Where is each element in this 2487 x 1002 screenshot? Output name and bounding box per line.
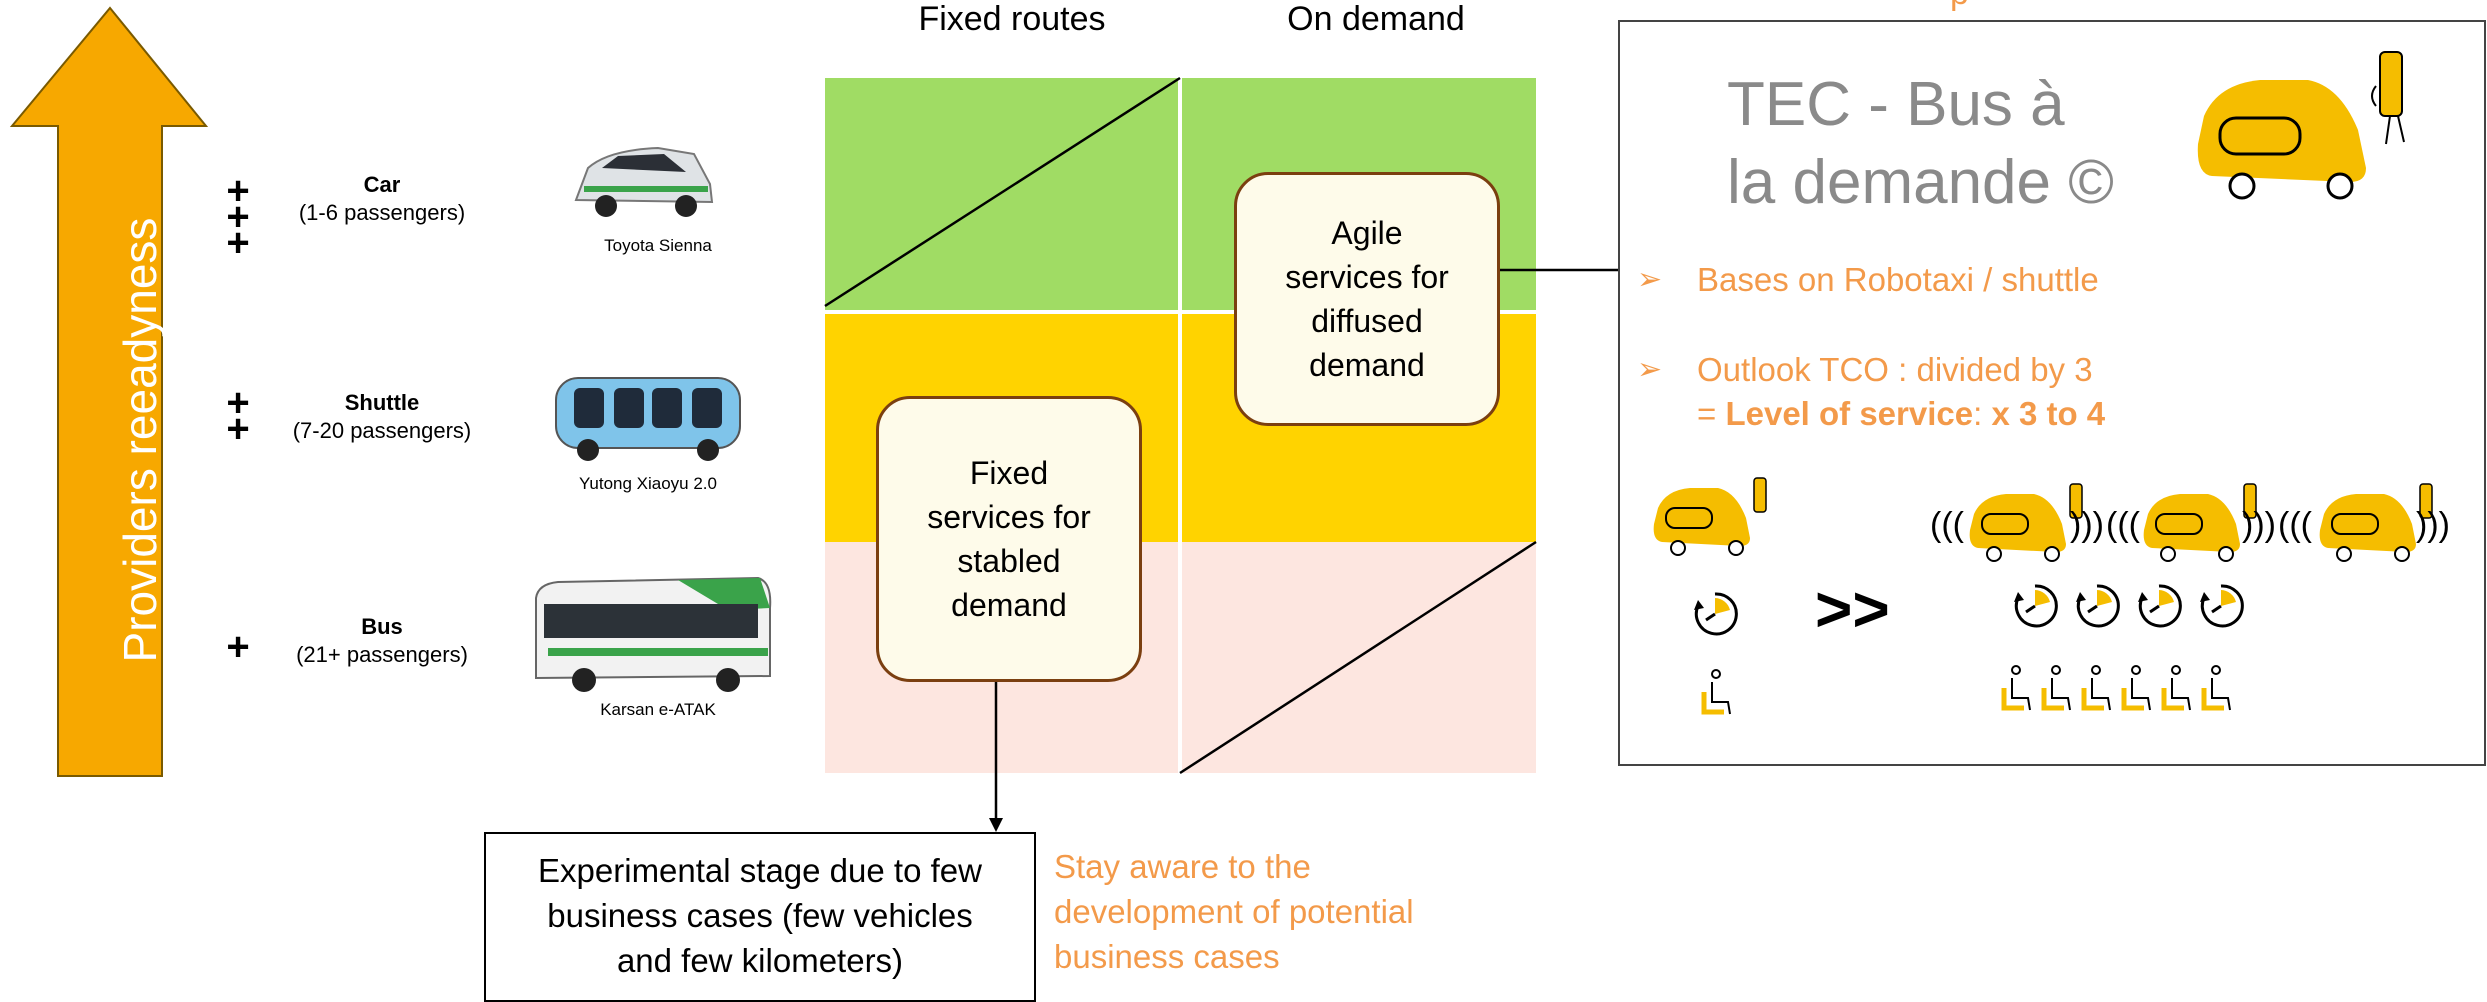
seat-icon: [2201, 665, 2231, 711]
plus-mark: +: [226, 625, 250, 669]
signal-waves: ))): [2070, 506, 2104, 544]
diagonal-car-fixed: [824, 76, 1181, 308]
box-line: services for: [1285, 259, 1449, 295]
experimental-stage-box: Experimental stage due to few business c…: [484, 832, 1036, 1002]
seat-icon: [1701, 669, 1731, 715]
readiness-arrow: [9, 6, 209, 777]
diagonal-bus-demand: [1179, 540, 1537, 775]
clock-icon: [2200, 584, 2244, 628]
seat-icon: [2121, 665, 2151, 711]
seat-icon: [2081, 665, 2111, 711]
column-header-on-demand: On demand: [1287, 0, 1465, 38]
vehicle-type-name: Bus: [361, 614, 403, 639]
tec-title: TEC - Bus à la demande ©: [1727, 66, 2147, 222]
bullet-tco: ➢ Outlook TCO : divided by 3 = Level of …: [1637, 348, 2105, 436]
box-line: demand: [951, 587, 1067, 623]
robotaxi-icon: [2319, 483, 2433, 562]
note-line: development of potential: [1054, 893, 1414, 930]
seat-icon: [2041, 665, 2071, 711]
vehicle-model: Yutong Xiaoyu 2.0: [578, 474, 717, 493]
signal-waves: (((: [1930, 506, 1964, 544]
shuttle-image: [555, 377, 741, 461]
cut-off-heading: p: [1950, 0, 1969, 13]
business-cases-note: Stay aware to the development of potenti…: [1054, 844, 1474, 979]
note-line: Stay aware to the: [1054, 848, 1311, 885]
signal-waves: ))): [2416, 506, 2450, 544]
box-line: demand: [1309, 347, 1425, 383]
signal-waves: (((: [2106, 506, 2140, 544]
vehicle-type-name: Car: [363, 172, 401, 197]
fixed-services-box: Fixed services for stabled demand: [876, 396, 1142, 682]
bullet-sep: :: [1973, 395, 1992, 432]
column-header-fixed-routes: Fixed routes: [918, 0, 1106, 38]
bus-image: [535, 576, 772, 692]
box-line: Agile: [1331, 215, 1403, 251]
box-line: Fixed: [969, 455, 1049, 491]
vehicle-type-name: Shuttle: [344, 390, 420, 415]
bullet-bold: Level of service: [1725, 395, 1974, 432]
experimental-line: Experimental stage due to few: [538, 852, 982, 889]
clock-icon: [2014, 584, 2058, 628]
clock-icon: [2076, 584, 2120, 628]
plus-mark: +: [226, 169, 250, 213]
robotaxi-icon: [1653, 477, 1767, 556]
bullet-service-line: = Level of service: x 3 to 4: [1697, 392, 2105, 436]
experimental-line: and few kilometers): [616, 942, 904, 979]
bullet-arrow-icon: ➢: [1637, 353, 1663, 386]
bullet-value: x 3 to 4: [1991, 395, 2106, 432]
seat-icon: [2001, 665, 2031, 711]
bullet-prefix: =: [1697, 395, 1726, 432]
vehicle-capacity: (7-20 passengers): [292, 418, 472, 443]
vehicle-capacity: (21+ passengers): [296, 642, 468, 667]
robotaxi-icon: [2143, 483, 2257, 562]
box-line: services for: [927, 499, 1091, 535]
bullet-arrow-icon: ➢: [1637, 263, 1663, 296]
tec-title-line: TEC - Bus à: [1727, 70, 2065, 139]
comparison-symbol: >>: [1815, 573, 1890, 645]
vehicle-model: Toyota Sienna: [604, 236, 712, 255]
clock-icon: [2138, 584, 2182, 628]
bullet-robotaxi: ➢ Bases on Robotaxi / shuttle: [1637, 258, 2099, 302]
bullet-text: Outlook TCO : divided by 3: [1697, 351, 2093, 388]
vehicle-capacity: (1-6 passengers): [298, 200, 466, 225]
signal-waves: (((: [2278, 506, 2312, 544]
plus-mark: +: [226, 407, 250, 451]
plus-mark: +: [226, 195, 250, 239]
plus-mark: +: [226, 381, 250, 425]
box-line: diffused: [1311, 303, 1423, 339]
note-line: business cases: [1054, 938, 1280, 975]
robotaxi-icon: [1969, 483, 2083, 562]
robotaxi-icon: [2197, 51, 2405, 200]
car-image: [574, 146, 714, 217]
bullet-text: Bases on Robotaxi / shuttle: [1697, 261, 2099, 298]
box-line: stabled: [957, 543, 1061, 579]
experimental-line: business cases (few vehicles: [547, 897, 973, 934]
plus-mark: +: [226, 221, 250, 265]
seat-icon: [2161, 665, 2191, 711]
agile-services-box: Agile services for diffused demand: [1234, 172, 1500, 426]
tec-title-line: la demande ©: [1727, 148, 2114, 217]
clock-icon: [1694, 592, 1738, 636]
vehicle-model: Karsan e-ATAK: [600, 700, 716, 719]
signal-waves: ))): [2242, 506, 2276, 544]
